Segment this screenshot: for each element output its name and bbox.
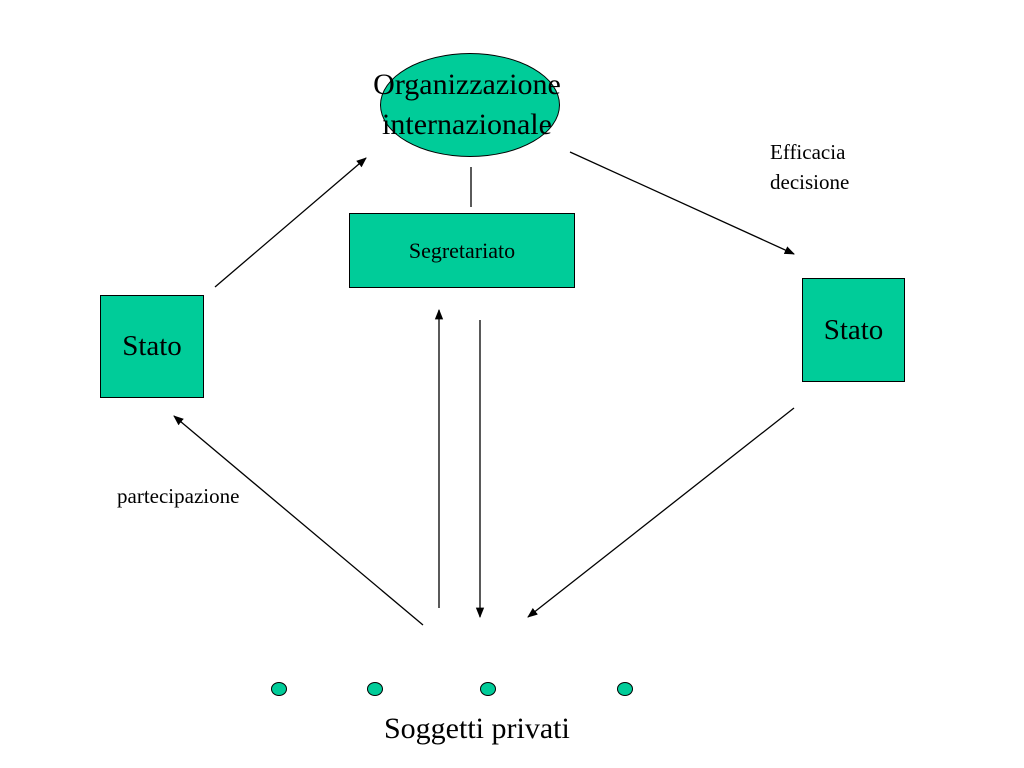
organization-ellipse xyxy=(380,53,560,157)
arrow-state-right-to-private xyxy=(527,407,795,618)
participation-label: partecipazione xyxy=(117,484,240,508)
secretariat-box: Segretariato xyxy=(349,213,575,288)
effectiveness-label-line2: decisione xyxy=(770,170,850,194)
state-right-label: Stato xyxy=(823,313,884,346)
private-subject-dot xyxy=(617,682,633,696)
state-right-box: Stato xyxy=(802,278,905,382)
arrow-organization-to-state-right xyxy=(569,151,795,255)
arrow-private-to-state-left xyxy=(173,415,424,626)
state-left-box: Stato xyxy=(100,295,204,398)
private-subject-dot xyxy=(271,682,287,696)
organization-label-line1: Organizzazione xyxy=(373,68,561,101)
state-left-label: Stato xyxy=(122,330,182,362)
arrow-state-left-to-organization xyxy=(214,157,367,288)
organization-label-line2: internazionale xyxy=(382,108,552,141)
private-subject-dot xyxy=(480,682,496,696)
effectiveness-label-line1: Efficacia xyxy=(770,140,846,164)
secretariat-label: Segretariato xyxy=(408,237,516,263)
private-subjects-label: Soggetti privati xyxy=(384,712,570,745)
private-subject-dot xyxy=(367,682,383,696)
